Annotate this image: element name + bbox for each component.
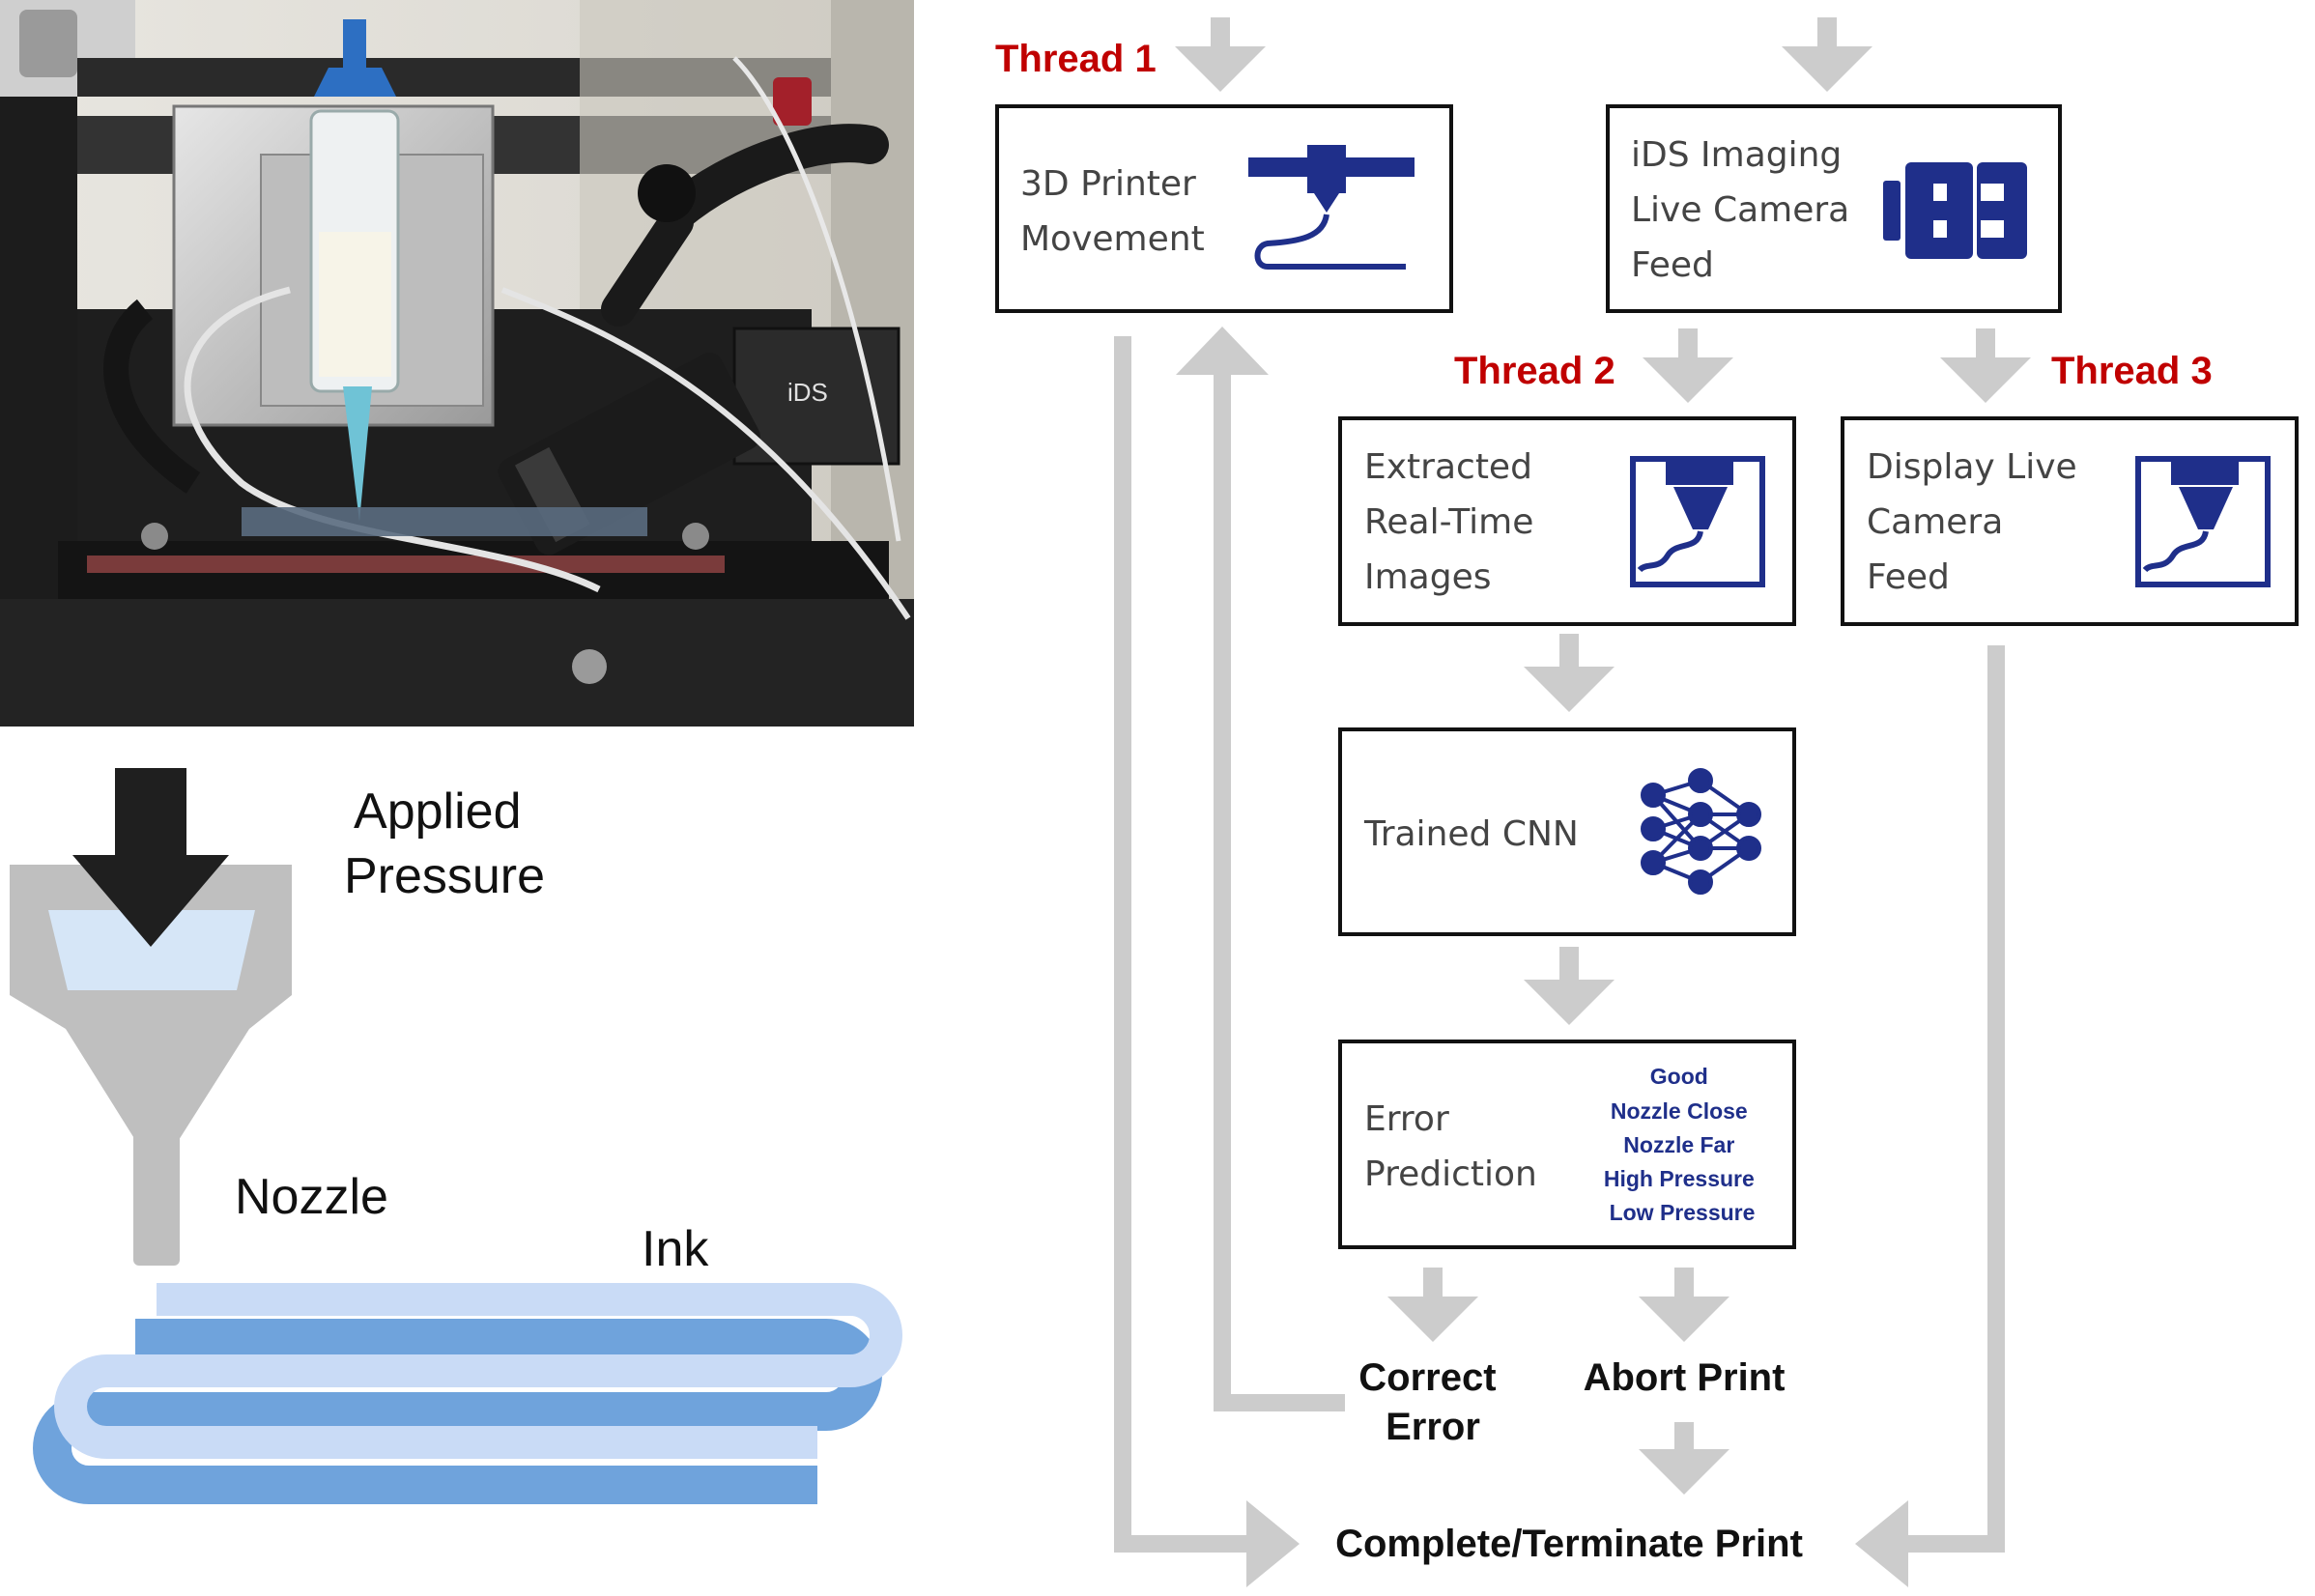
arrow-top-camera	[1782, 17, 1872, 92]
nozzle-frame-icon	[1630, 456, 1765, 587]
arrow-to-cnn	[1524, 634, 1615, 712]
ink-label: Ink	[642, 1221, 709, 1277]
printer-movement-box: 3D Printer Movement	[995, 104, 1453, 313]
display-feed-label: Display Live Camera Feed	[1867, 447, 2088, 597]
printer-movement-label: 3D Printer Movement	[1020, 164, 1207, 259]
arrow-left-complete	[1246, 1500, 1300, 1587]
extracted-images-box: Extracted Real-Time Images	[1338, 416, 1796, 626]
ink-lines	[33, 1283, 902, 1504]
arrow-to-abort	[1639, 1268, 1729, 1342]
error-prediction-box: Error Prediction Good Nozzle Close Nozzl…	[1338, 1040, 1796, 1249]
flowchart: Thread 1 Thread 2 Thread 3 3D Printer Mo…	[995, 17, 2299, 1587]
camera-feed-box: iDS Imaging Live Camera Feed	[1606, 104, 2062, 313]
trained-cnn-box: Trained CNN	[1338, 727, 1796, 936]
thread3-label: Thread 3	[2051, 350, 2213, 392]
complete-print-label: Complete/Terminate Print	[1335, 1523, 1803, 1565]
arrow-top-thread1	[1175, 17, 1266, 92]
error-class-list: Good Nozzle Close Nozzle Far High Pressu…	[1604, 1064, 1760, 1225]
arrow-right-complete	[1855, 1500, 1908, 1587]
nozzle-tip	[133, 1130, 180, 1266]
printer-photo: iDS	[0, 0, 914, 727]
error-prediction-label: Error Prediction	[1364, 1099, 1537, 1194]
camera-icon	[1883, 162, 2027, 259]
extracted-images-label: Extracted Real-Time Images	[1364, 447, 1545, 597]
svg-text:iDS: iDS	[787, 378, 828, 407]
arrow-up-correct	[1176, 327, 1269, 375]
abort-print-label: Abort Print	[1584, 1356, 1786, 1399]
pressure-arrow	[72, 768, 229, 947]
camera-feed-label: iDS Imaging Live Camera Feed	[1631, 135, 1861, 285]
applied-pressure-label: Applied Pressure	[344, 784, 545, 904]
thread2-label: Thread 2	[1454, 350, 1615, 392]
arrow-thread3	[1940, 328, 2031, 403]
nozzle-label: Nozzle	[235, 1169, 388, 1225]
connector-lines	[1114, 336, 2005, 1553]
flow-arrows	[1175, 17, 2031, 1587]
printer-head-icon	[1248, 145, 1415, 270]
display-feed-box: Display Live Camera Feed	[1841, 416, 2299, 626]
extrusion-schematic: Applied Pressure Nozzle Ink	[10, 768, 902, 1504]
arrow-abort-to-complete	[1639, 1422, 1729, 1495]
trained-cnn-label: Trained CNN	[1363, 814, 1579, 854]
neural-network-icon	[1641, 768, 1761, 895]
nozzle-frame-icon	[2135, 456, 2271, 587]
arrow-to-correct	[1387, 1268, 1478, 1342]
correct-error-label: Correct Error	[1358, 1356, 1506, 1448]
thread1-label: Thread 1	[995, 38, 1157, 80]
ink-reservoir	[48, 910, 255, 990]
arrow-to-prediction	[1524, 947, 1615, 1025]
arrow-thread2	[1643, 328, 1733, 403]
